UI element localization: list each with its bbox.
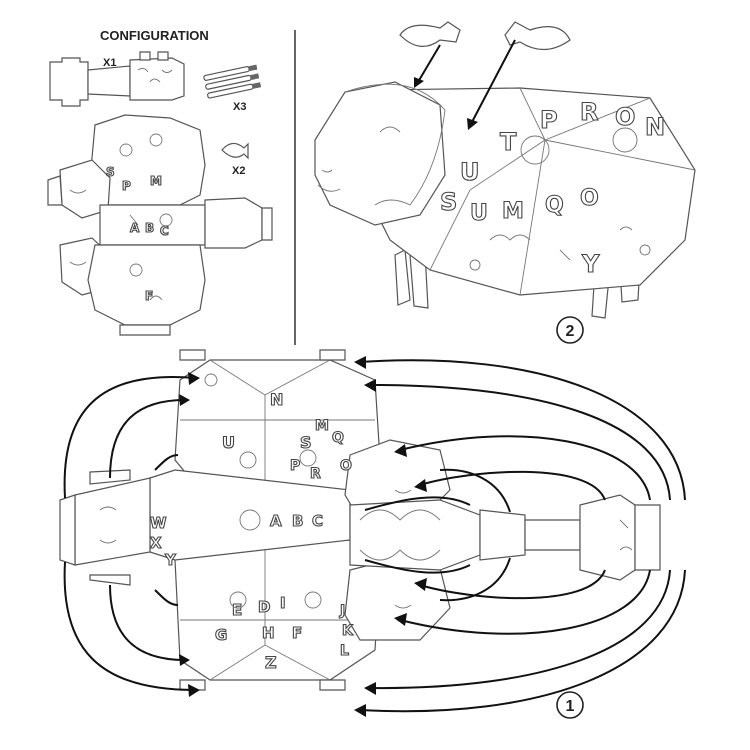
svg-text:F: F	[292, 624, 302, 642]
svg-text:L: L	[340, 643, 349, 659]
svg-text:H: H	[262, 624, 275, 642]
svg-text:F: F	[145, 289, 153, 303]
svg-text:Y: Y	[164, 551, 177, 569]
svg-text:Q: Q	[332, 430, 344, 446]
qty-ears: X2	[232, 165, 245, 177]
svg-text:A: A	[270, 512, 282, 530]
svg-text:A: A	[130, 221, 140, 235]
svg-text:M: M	[150, 174, 162, 188]
svg-text:S: S	[106, 165, 115, 179]
step-2-marker: 2	[556, 316, 584, 344]
svg-text:C: C	[160, 224, 169, 238]
svg-text:D: D	[258, 598, 270, 616]
svg-text:P: P	[290, 458, 300, 474]
svg-text:K: K	[342, 623, 354, 639]
svg-text:W: W	[150, 514, 167, 532]
step-1-label: 1	[566, 698, 575, 715]
svg-text:P: P	[540, 106, 558, 134]
svg-text:O: O	[615, 103, 635, 131]
svg-text:B: B	[145, 221, 154, 235]
svg-text:B: B	[292, 512, 303, 530]
svg-text:O: O	[580, 186, 599, 211]
svg-text:X: X	[150, 534, 162, 552]
large-sheet: S P M A B C F	[47, 114, 273, 336]
ear-piece-icon	[221, 142, 249, 160]
svg-text:C: C	[312, 512, 323, 530]
svg-text:M: M	[315, 418, 329, 434]
step-1-marker: 1	[556, 691, 584, 719]
svg-text:R: R	[580, 98, 598, 126]
assembled-sheep: S U T P R O N U M Q O Y	[314, 21, 696, 319]
configuration-title: CONFIGURATION	[100, 28, 209, 43]
unfolded-net: U S M Q O P R N A B C W X Y G E D I H F …	[59, 349, 661, 691]
svg-text:T: T	[500, 128, 517, 156]
svg-text:S: S	[440, 188, 457, 216]
svg-text:Z: Z	[265, 653, 277, 672]
svg-text:M: M	[502, 199, 524, 224]
small-sheet	[49, 51, 185, 107]
svg-text:N: N	[270, 390, 283, 409]
svg-text:Y: Y	[581, 250, 600, 278]
svg-text:S: S	[300, 433, 312, 452]
svg-text:J: J	[339, 603, 345, 619]
svg-text:O: O	[340, 458, 352, 474]
svg-text:U: U	[470, 201, 488, 226]
svg-text:P: P	[122, 179, 131, 193]
qty-small-sheet: X1	[103, 57, 116, 69]
svg-text:I: I	[280, 594, 286, 612]
svg-text:R: R	[310, 466, 321, 482]
svg-text:U: U	[222, 433, 235, 452]
svg-text:Q: Q	[545, 193, 564, 218]
markers-icon	[203, 64, 262, 99]
ear-left-icon	[399, 21, 461, 47]
ear-right-icon	[504, 21, 571, 51]
svg-text:U: U	[460, 158, 480, 186]
svg-text:E: E	[232, 601, 242, 619]
step-2-label: 2	[566, 323, 575, 340]
svg-text:N: N	[645, 113, 665, 141]
svg-text:G: G	[215, 626, 227, 644]
assembly-arrows	[63, 356, 686, 717]
configuration-panel: CONFIGURATION X1 X3 X2	[47, 28, 273, 336]
qty-markers: X3	[233, 101, 246, 113]
